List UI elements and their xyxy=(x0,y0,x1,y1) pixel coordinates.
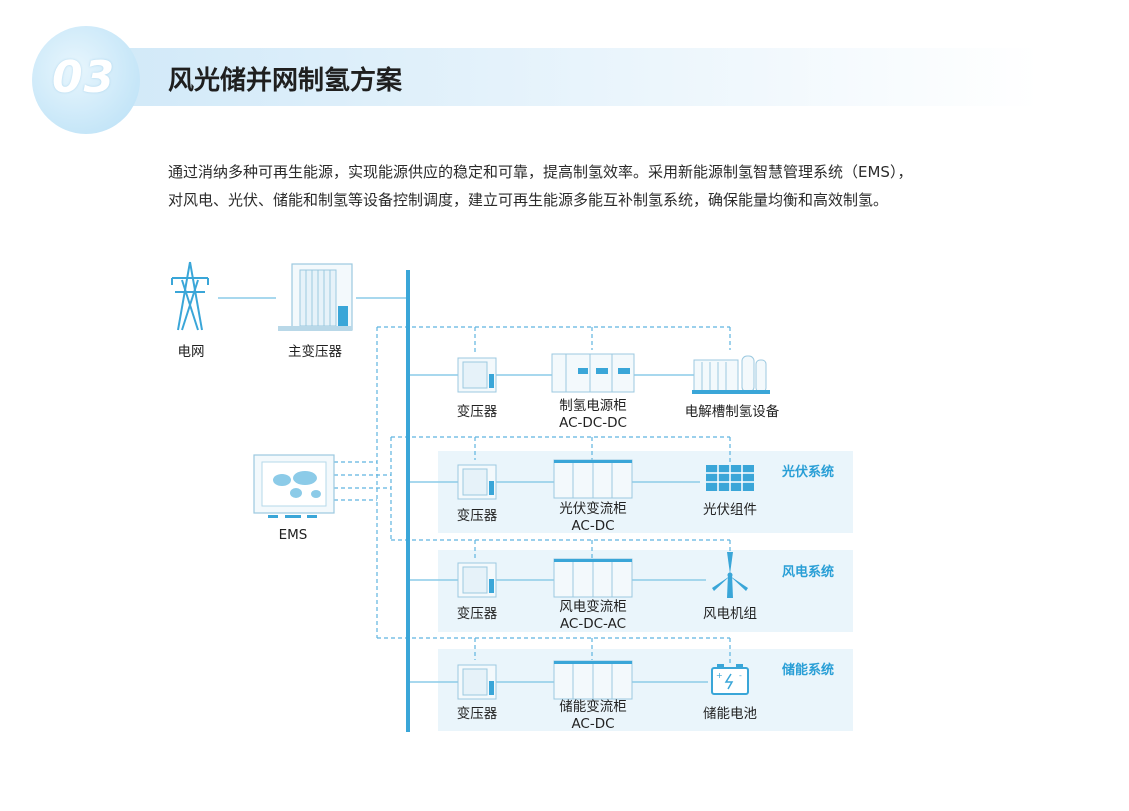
wind-transformer-icon xyxy=(457,562,497,598)
section-number-circle xyxy=(32,26,140,134)
section-number: 03 xyxy=(52,52,116,103)
pv-converter-icon xyxy=(553,459,633,499)
busbar xyxy=(406,270,410,732)
h2-power-cabinet-type: AC-DC-DC xyxy=(559,415,627,431)
main-transformer-label: 主变压器 xyxy=(288,344,342,360)
pv-converter-type: AC-DC xyxy=(571,518,615,534)
storage-converter-icon xyxy=(553,660,633,700)
wind-system-panel xyxy=(438,550,853,632)
h2-power-cabinet-label: 制氢电源柜 AC-DC-DC xyxy=(544,398,642,432)
wind-system-title: 风电系统 xyxy=(782,565,835,580)
ems-monitor-icon xyxy=(253,454,335,518)
storage-system-title: 储能系统 xyxy=(782,663,835,678)
intro-line-2: 对风电、光伏、储能和制氢等设备控制调度，建立可再生能源多能互补制氢系统，确保能量… xyxy=(168,191,889,209)
pv-system-panel xyxy=(438,451,853,533)
storage-source-label: 储能电池 xyxy=(703,706,757,722)
main-transformer-icon xyxy=(278,263,353,331)
wind-converter-icon xyxy=(553,558,633,598)
storage-transformer-label: 变压器 xyxy=(456,706,498,722)
power-lines xyxy=(218,297,708,683)
svg-text:-: - xyxy=(739,671,742,680)
wind-converter-label: 风电变流柜 AC-DC-AC xyxy=(544,599,642,633)
pv-source-label: 光伏组件 xyxy=(703,502,757,518)
h2-power-cabinet-name: 制氢电源柜 xyxy=(559,398,627,414)
wind-converter-type: AC-DC-AC xyxy=(559,616,627,632)
battery-icon: + - xyxy=(711,664,749,695)
header-band xyxy=(60,48,1040,106)
transmission-tower-icon xyxy=(171,261,209,331)
intro-text: 通过消纳多种可再生能源，实现能源供应的稳定和可靠，提高制氢效率。采用新能源制氢智… xyxy=(168,158,1048,214)
pv-converter-label: 光伏变流柜 AC-DC xyxy=(544,501,642,535)
wind-transformer-label: 变压器 xyxy=(456,606,498,622)
storage-converter-name: 储能变流柜 xyxy=(559,699,627,715)
wind-turbine-icon xyxy=(712,552,748,598)
ems-label: EMS xyxy=(278,527,308,543)
intro-line-1: 通过消纳多种可再生能源，实现能源供应的稳定和可靠，提高制氢效率。采用新能源制氢智… xyxy=(168,163,913,181)
grid-label: 电网 xyxy=(177,344,205,360)
electrolyzer-label: 电解槽制氢设备 xyxy=(684,404,780,420)
pv-panel-icon xyxy=(706,465,754,491)
pv-transformer-icon xyxy=(457,464,497,500)
svg-text:+: + xyxy=(716,671,723,680)
pv-converter-name: 光伏变流柜 xyxy=(559,501,627,517)
electrolyzer-icon xyxy=(692,355,770,394)
storage-transformer-icon xyxy=(457,664,497,700)
storage-system-panel xyxy=(438,649,853,731)
storage-converter-label: 储能变流柜 AC-DC xyxy=(544,699,642,733)
wind-converter-name: 风电变流柜 xyxy=(559,599,627,615)
pv-system-title: 光伏系统 xyxy=(782,465,835,480)
h2-power-cabinet-icon xyxy=(551,353,635,393)
pv-transformer-label: 变压器 xyxy=(456,508,498,524)
control-lines xyxy=(334,326,731,664)
h2-transformer-label: 变压器 xyxy=(456,404,498,420)
storage-converter-type: AC-DC xyxy=(571,716,615,732)
page-title: 风光储并网制氢方案 xyxy=(168,66,403,96)
h2-transformer-icon xyxy=(457,357,497,393)
wind-source-label: 风电机组 xyxy=(703,606,757,622)
